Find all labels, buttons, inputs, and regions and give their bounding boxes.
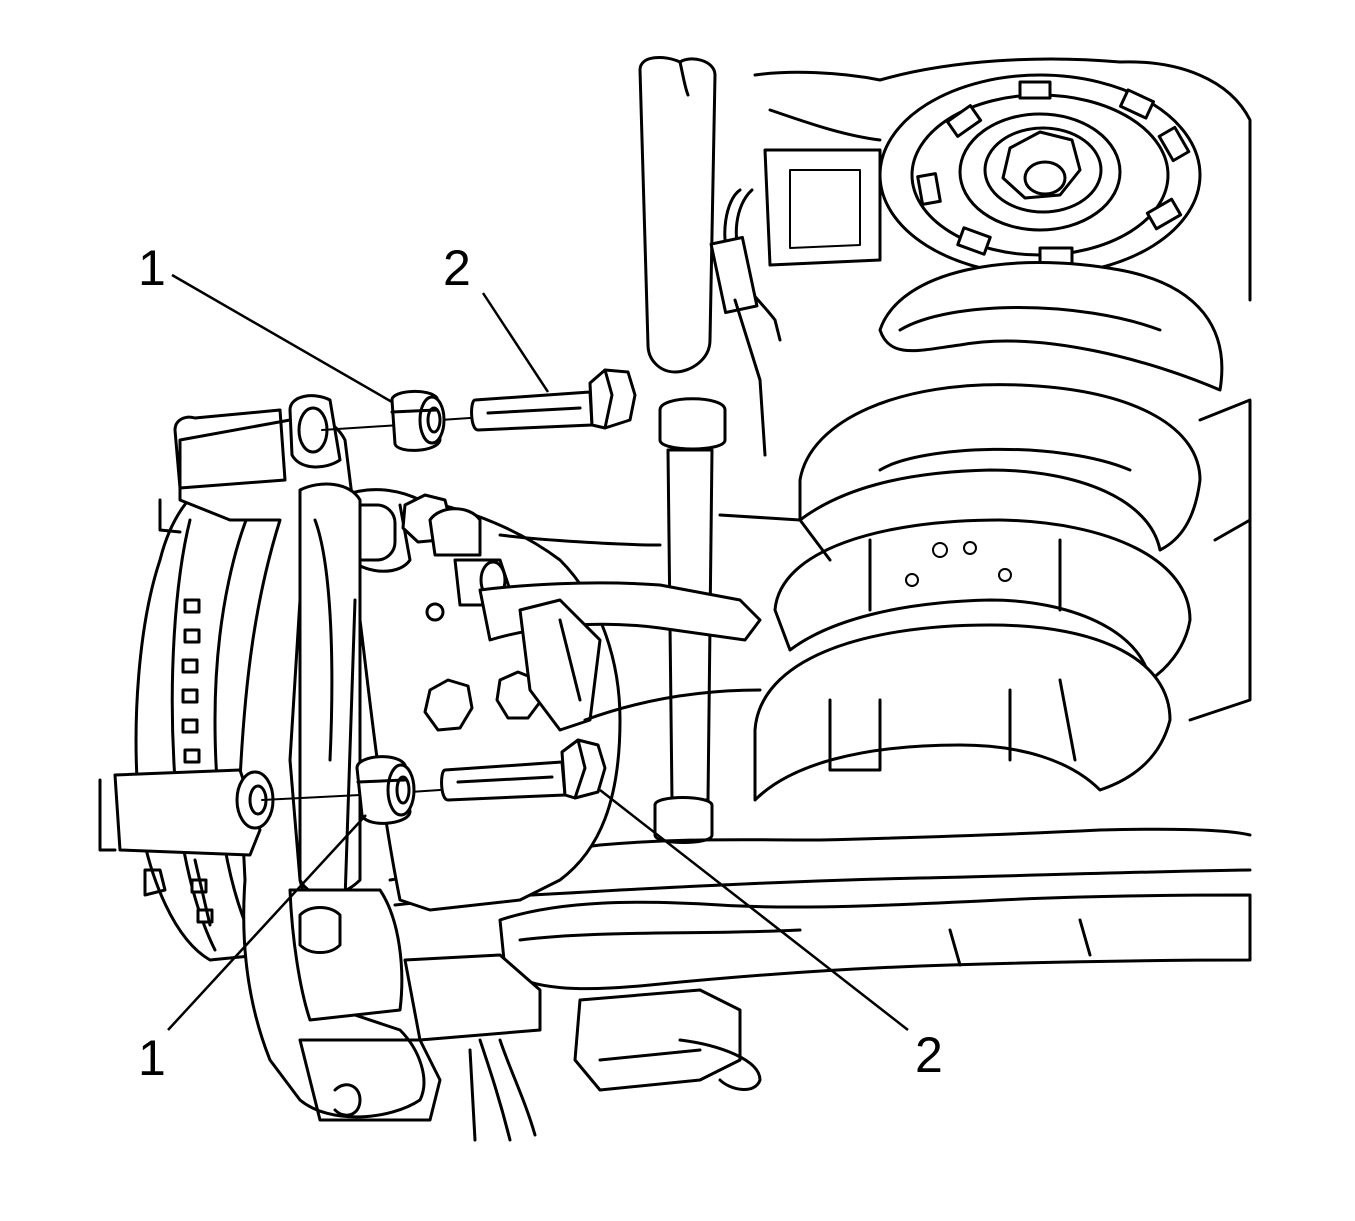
brake-caliper	[98, 394, 542, 1142]
strut-nut	[1001, 130, 1082, 200]
leader-lines	[167, 273, 909, 1031]
steering-knuckle	[318, 488, 832, 912]
callout-1-upper: 1	[138, 240, 166, 296]
leader-lower-1	[167, 814, 367, 1031]
lower-guide-pin-bushing	[355, 755, 416, 825]
lower-guide-pin-bolt	[440, 738, 607, 802]
leader-upper-2	[481, 292, 550, 393]
leader-upper-1	[171, 273, 393, 404]
callout-2-upper: 2	[443, 240, 471, 296]
upper-guide-pin-bolt	[470, 368, 637, 432]
callout-2-lower: 2	[915, 1027, 943, 1083]
upper-guide-pin-hardware	[321, 368, 637, 452]
lower-guide-pin-hardware	[261, 738, 607, 825]
coil-spring-strut-assembly	[753, 57, 1252, 802]
stabilizer-link	[638, 56, 782, 844]
callout-1-lower: 1	[138, 1030, 166, 1086]
upper-guide-pin-bushing	[390, 390, 446, 452]
leader-lower-2	[599, 789, 909, 1031]
